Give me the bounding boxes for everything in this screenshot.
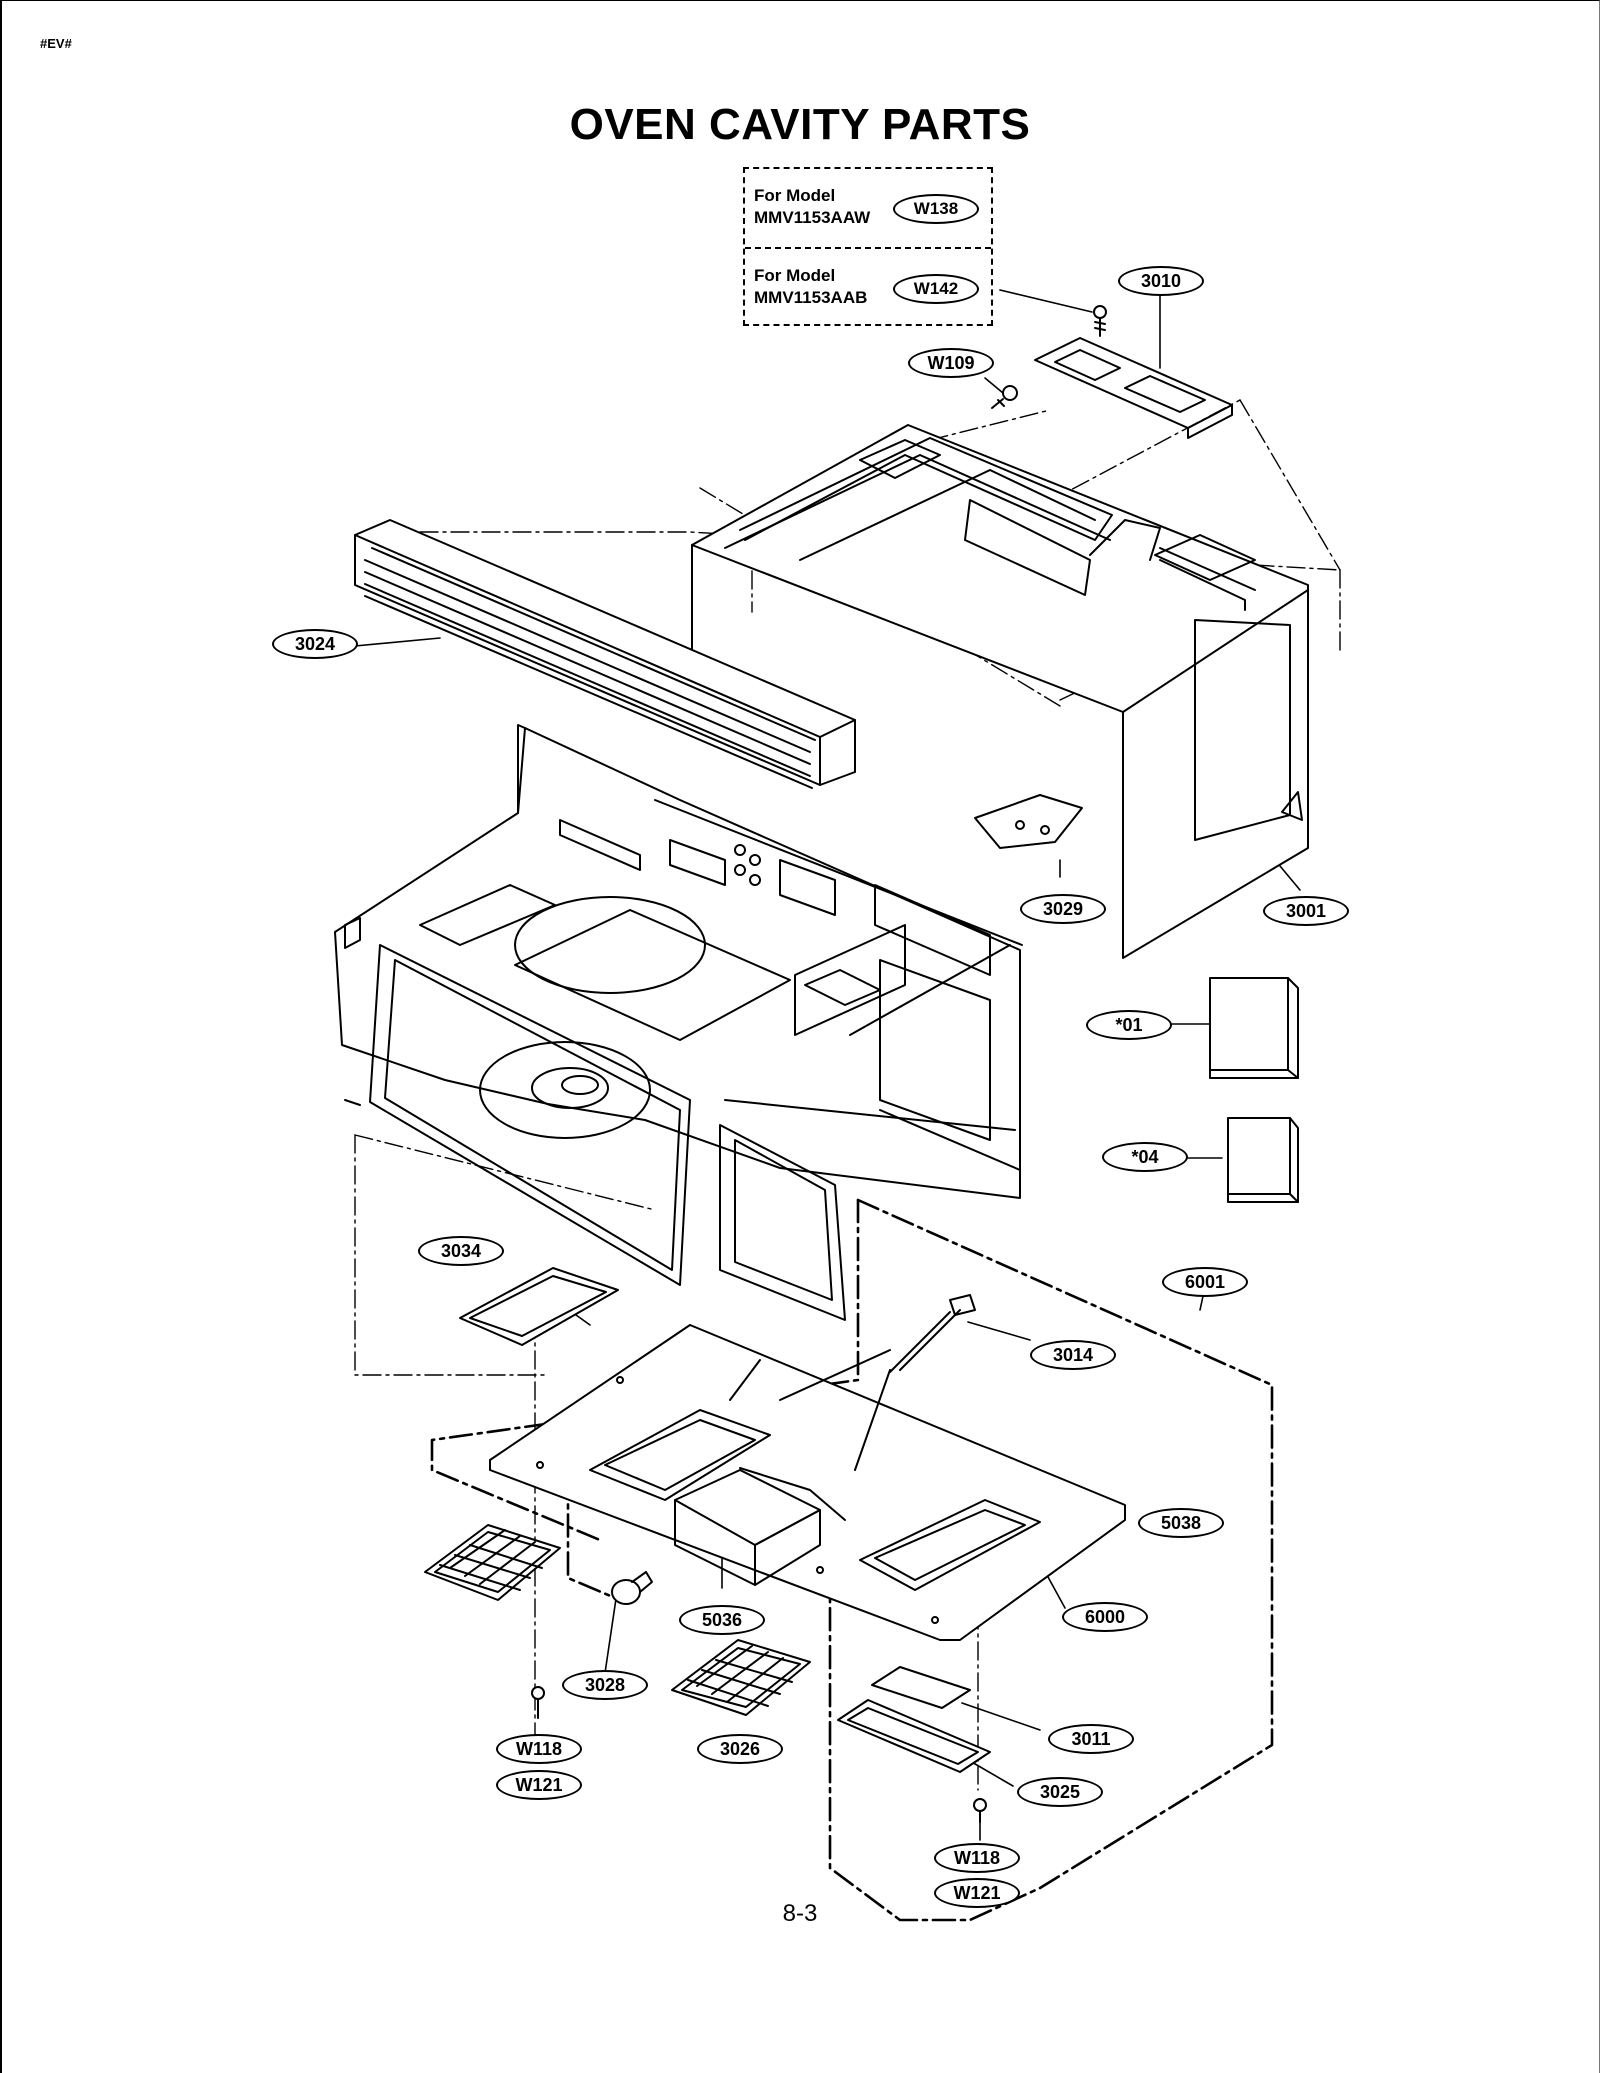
model-row-aab: For Model MMV1153AAB W142 — [745, 249, 991, 327]
part-3026-filter-right — [671, 1639, 811, 1716]
part-3010-bracket — [1034, 337, 1233, 439]
part-6000-base — [489, 1294, 1126, 1641]
callout-3026: 3026 — [697, 1734, 783, 1764]
callout-w121-left: W121 — [496, 1770, 582, 1800]
callout-5036: 5036 — [679, 1605, 765, 1635]
model-note-text: For Model MMV1153AAW — [754, 185, 870, 229]
callout-3025: 3025 — [1017, 1777, 1103, 1807]
part-3026-filter-left — [424, 1524, 561, 1601]
callout-3034: 3034 — [418, 1236, 504, 1266]
part-3029-bracket — [974, 794, 1083, 849]
model-number: MMV1153AAW — [754, 208, 871, 227]
callout-w109: W109 — [908, 348, 994, 378]
part-6001-outline — [430, 1198, 1274, 1922]
part-3024-grille — [354, 519, 856, 789]
corner-mark: #EV# — [40, 36, 72, 51]
callout-3011: 3011 — [1048, 1724, 1134, 1754]
part-04-box — [1227, 1117, 1299, 1203]
callout-6001: 6001 — [1162, 1267, 1248, 1297]
part-01-box — [1209, 977, 1299, 1079]
model-note-box: For Model MMV1153AAW W138 For Model MMV1… — [743, 167, 993, 326]
callout-3010: 3010 — [1118, 266, 1204, 296]
callout-6000: 6000 — [1062, 1602, 1148, 1632]
callout-3029: 3029 — [1020, 894, 1106, 924]
model-prefix: For Model — [754, 186, 836, 205]
screw-w109 — [991, 385, 1018, 409]
screw-w142 — [1093, 305, 1107, 337]
callout-5038: 5038 — [1138, 1508, 1224, 1538]
callout-3014: 3014 — [1030, 1340, 1116, 1370]
callout-w142: W142 — [893, 274, 979, 304]
callout-w118-left: W118 — [496, 1734, 582, 1764]
model-prefix: For Model — [754, 266, 836, 285]
part-3001-outer-case — [691, 424, 1309, 959]
callout-w138: W138 — [893, 194, 979, 224]
part-3034-cover — [459, 1267, 619, 1346]
model-row-aaw: For Model MMV1153AAW W138 — [745, 169, 991, 249]
part-3011-lens — [871, 1666, 971, 1709]
part-cavity — [334, 724, 1023, 1321]
screw-w118-left — [531, 1686, 545, 1719]
page-title: OVEN CAVITY PARTS — [569, 100, 1031, 149]
part-3025-holder — [837, 1699, 991, 1773]
part-3028-lamp — [611, 1571, 653, 1605]
model-note-text: For Model MMV1153AAB — [754, 265, 867, 309]
page-number: 8-3 — [782, 1900, 818, 1927]
callout-w121-right: W121 — [934, 1878, 1020, 1908]
callout-3024: 3024 — [272, 629, 358, 659]
callout-3028: 3028 — [562, 1670, 648, 1700]
callout-01: *01 — [1086, 1010, 1172, 1040]
screw-w118-right — [973, 1798, 987, 1823]
callout-3001: 3001 — [1263, 896, 1349, 926]
callout-04: *04 — [1102, 1142, 1188, 1172]
model-number: MMV1153AAB — [754, 288, 868, 307]
callout-w118-right: W118 — [934, 1843, 1020, 1873]
